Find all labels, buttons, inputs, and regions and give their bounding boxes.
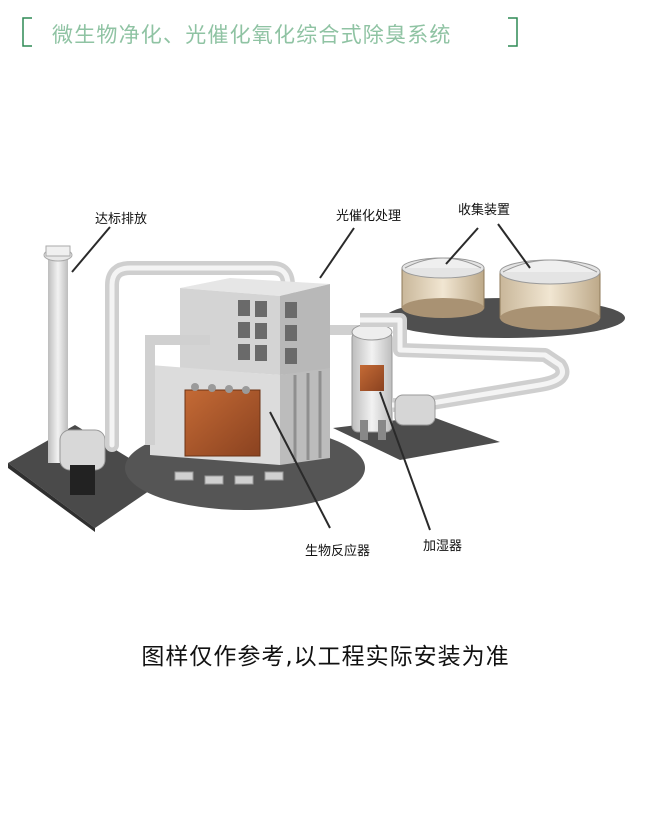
- label-collector: 收集装置: [458, 203, 511, 218]
- collector-tank-left: [401, 257, 485, 318]
- label-stack-discharge: 达标排放: [95, 212, 148, 227]
- page-title: 微生物净化、光催化氧化综合式除臭系统: [52, 23, 452, 47]
- collector-tank-right: [499, 259, 601, 330]
- disclaimer-note: 图样仅作参考,以工程实际安装为准: [141, 644, 510, 670]
- pipe-bioreactor-inlet: [145, 335, 210, 445]
- label-humidifier: 加湿器: [423, 539, 463, 554]
- process-diagram: [8, 223, 625, 532]
- leader-lines: [71, 223, 531, 531]
- bioreactor-unit: [150, 365, 330, 485]
- humidifier-unit: [351, 323, 393, 440]
- exhaust-stack: [43, 245, 106, 495]
- title-frame: 微生物净化、光催化氧化综合式除臭系统: [22, 17, 518, 47]
- label-photocatalysis: 光催化处理: [336, 209, 402, 224]
- label-bioreactor: 生物反应器: [305, 544, 371, 559]
- humidifier-fan: [394, 394, 436, 426]
- photocatalysis-unit: [180, 278, 330, 375]
- title-bracket: [22, 17, 518, 47]
